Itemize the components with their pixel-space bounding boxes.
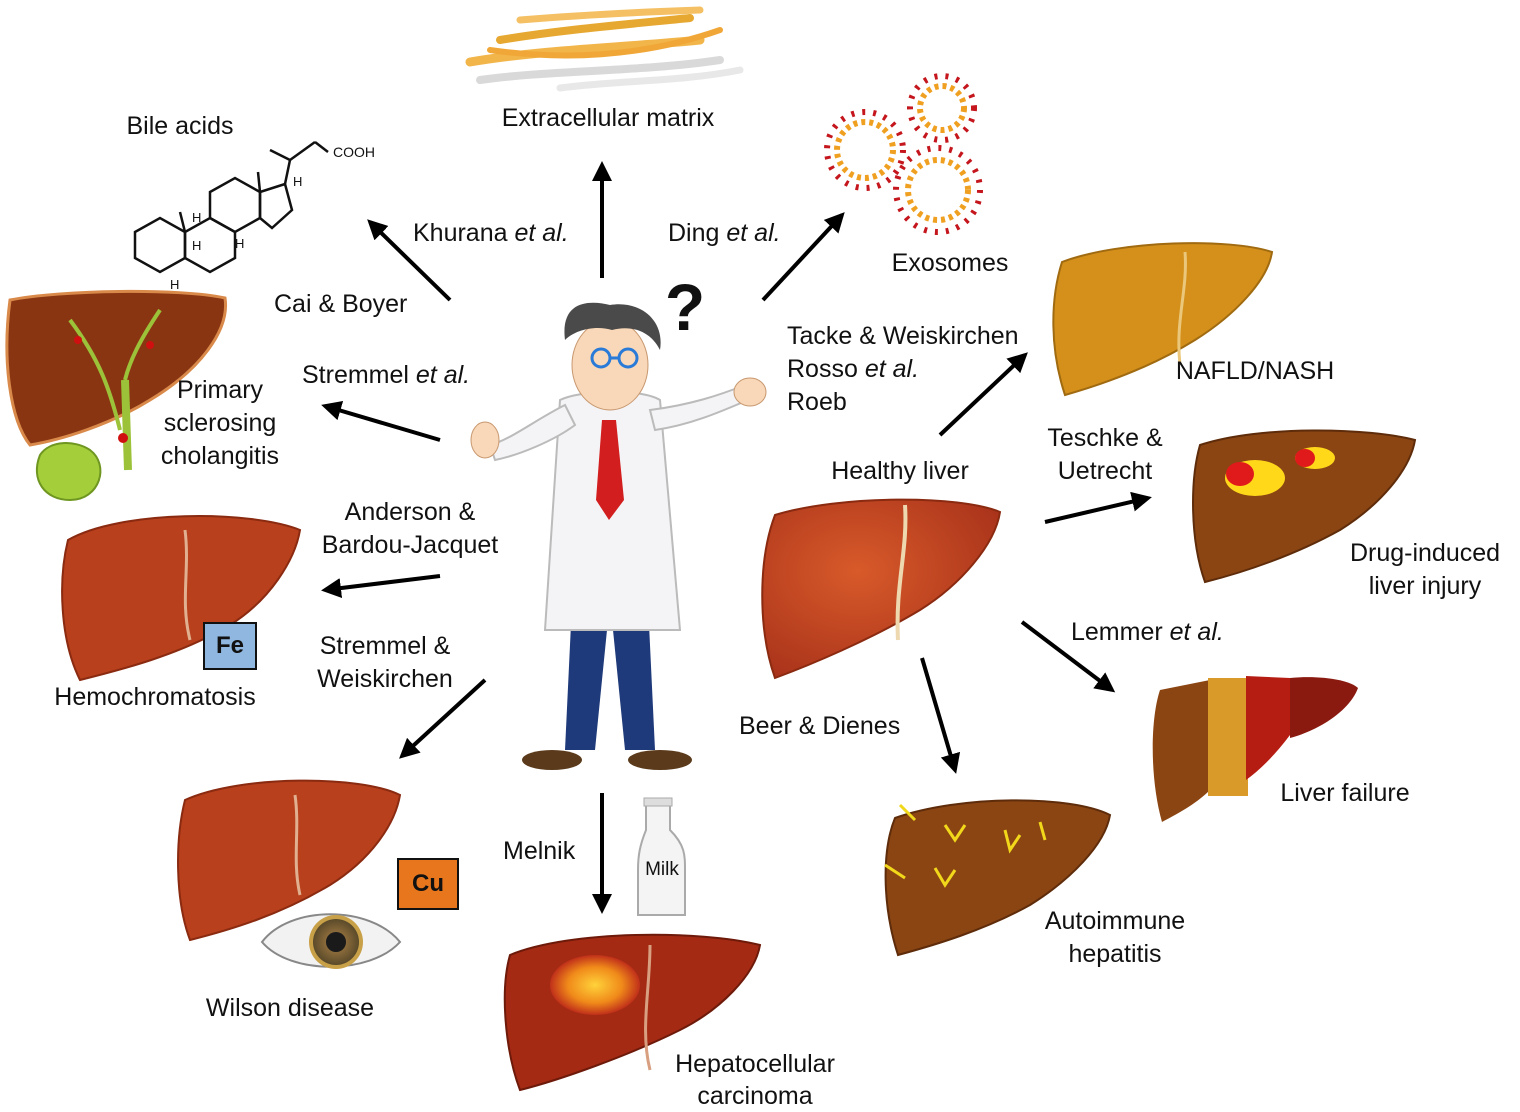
healthy-liver-illustration (761, 498, 1002, 680)
dili-label-2: liver injury (1368, 572, 1482, 600)
healthy-liver-label: Healthy liver (831, 457, 969, 485)
author-beer-dienes: Beer & Dienes (739, 712, 901, 740)
cooh-label: COOH (333, 144, 375, 160)
arrow-to-aih (920, 657, 961, 774)
dili-label-1: Drug-induced (1349, 539, 1501, 567)
arrow-to-hemochromatosis (321, 574, 441, 598)
wilson-liver-illustration (177, 779, 402, 942)
bile-acid-structure (133, 140, 329, 274)
hcc-label-1: Hepatocellular (675, 1050, 835, 1078)
arrow-to-wilson (399, 678, 487, 759)
liver-failure-label: Liver failure (1280, 779, 1410, 807)
eye-illustration (260, 913, 402, 969)
h-label: H (293, 174, 302, 189)
arrow-to-exosomes (761, 212, 845, 302)
exosomes-label: Exosomes (891, 249, 1009, 277)
extracellular-matrix-label: Extracellular matrix (501, 104, 715, 132)
wilson-disease-label: Wilson disease (205, 994, 375, 1022)
dili-liver-illustration (1192, 429, 1417, 584)
author-roeb: Roeb (787, 388, 847, 416)
arrow-to-liver-failure (1020, 620, 1116, 693)
psc-label-3: cholangitis (160, 442, 280, 470)
extracellular-matrix-illustration (465, 6, 744, 92)
hemochromatosis-label: Hemochromatosis (54, 683, 256, 711)
cu-badge: Cu (397, 858, 459, 910)
author-stremmel-weiskirchen-1: Stremmel & (319, 632, 451, 660)
hcc-liver-illustration (503, 933, 762, 1092)
author-anderson-1: Anderson & (344, 498, 476, 526)
milk-bottle-illustration (637, 797, 686, 916)
author-ding: Ding et al. (668, 219, 781, 247)
author-tacke: Tacke & Weiskirchen (787, 322, 1019, 350)
nafld-nash-label: NAFLD/NASH (1175, 357, 1335, 385)
author-khurana: Khurana et al. (413, 219, 569, 247)
arrow-to-psc (321, 400, 441, 442)
svg-text:H: H (170, 277, 179, 292)
aih-liver-illustration (884, 799, 1112, 957)
svg-text:H: H (235, 236, 244, 251)
scientist-illustration (470, 302, 767, 770)
author-anderson-2: Bardou-Jacquet (321, 531, 499, 559)
arrow-to-dili (1044, 491, 1152, 524)
svg-text:H: H (192, 210, 201, 225)
author-stremmel-weiskirchen-2: Weiskirchen (317, 665, 453, 693)
psc-label-2: sclerosing (163, 409, 277, 437)
author-teschke-2: Uetrecht (1057, 457, 1153, 485)
question-mark: ? (665, 270, 705, 344)
author-rosso: Rosso et al. (787, 355, 920, 383)
exosomes-illustration (824, 73, 983, 235)
author-lemmer: Lemmer et al. (1071, 618, 1224, 646)
hcc-label-2: carcinoma (697, 1082, 813, 1110)
arrow-to-nafld (938, 352, 1028, 437)
fe-badge: Fe (203, 622, 257, 670)
liver-failure-illustration (1152, 676, 1358, 822)
psc-label-1: Primary (176, 376, 264, 404)
author-teschke-1: Teschke & (1047, 424, 1163, 452)
aih-label-1: Autoimmune (1044, 907, 1186, 935)
author-stremmel-etal: Stremmel et al. (302, 361, 471, 389)
nafld-liver-illustration (1052, 242, 1274, 397)
hemochromatosis-liver-illustration (61, 515, 302, 682)
author-cai-boyer: Cai & Boyer (274, 290, 408, 318)
bile-acids-label: Bile acids (126, 112, 234, 140)
arrows (321, 161, 1152, 914)
milk-label: Milk (645, 859, 679, 880)
aih-label-2: hepatitis (1068, 940, 1162, 968)
svg-text:H: H (192, 238, 201, 253)
arrow-to-bile-acids (367, 219, 452, 302)
author-melnik: Melnik (503, 837, 576, 865)
psc-liver-illustration (5, 289, 228, 502)
